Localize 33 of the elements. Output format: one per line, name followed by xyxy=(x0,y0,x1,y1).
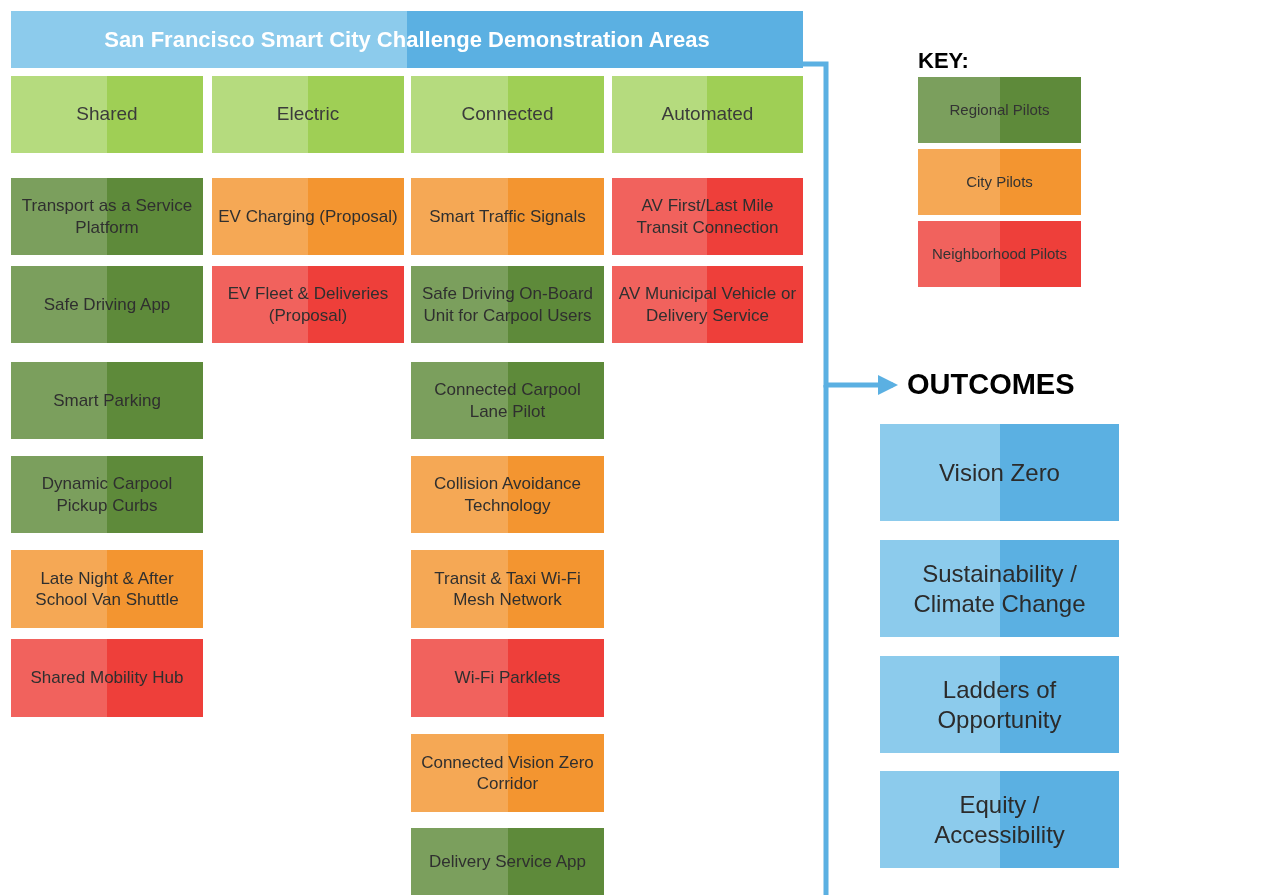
pilot-box: Delivery Service App xyxy=(411,828,604,895)
pilot-box: Safe Driving On-Board Unit for Carpool Users xyxy=(411,266,604,343)
pilot-box: Connected Vision Zero Corridor xyxy=(411,734,604,812)
pilot-box: Smart Traffic Signals xyxy=(411,178,604,255)
legend-swatch: Regional Pilots xyxy=(918,77,1081,143)
pilot-box: Late Night & After School Van Shuttle xyxy=(11,550,203,628)
pilot-box: Collision Avoidance Technology xyxy=(411,456,604,533)
pilot-box: Wi-Fi Parklets xyxy=(411,639,604,717)
pilot-box: AV Municipal Vehicle or Delivery Service xyxy=(612,266,803,343)
key-heading: KEY: xyxy=(918,47,969,75)
pilot-box: Transit & Taxi Wi-Fi Mesh Network xyxy=(411,550,604,628)
outcomes-heading: OUTCOMES xyxy=(907,362,1107,408)
title-banner: San Francisco Smart City Challenge Demonstration Areas xyxy=(11,11,803,68)
pilot-box: Shared Mobility Hub xyxy=(11,639,203,717)
pilot-box: EV Charging (Proposal) xyxy=(212,178,404,255)
pilot-box: Smart Parking xyxy=(11,362,203,439)
pilot-box: Connected Carpool Lane Pilot xyxy=(411,362,604,439)
pilot-box: Transport as a Service Platform xyxy=(11,178,203,255)
category-header: Automated xyxy=(612,76,803,153)
legend-swatch: Neighborhood Pilots xyxy=(918,221,1081,287)
outcome-box: Ladders of Opportunity xyxy=(880,656,1119,753)
category-header: Shared xyxy=(11,76,203,153)
pilot-box: Safe Driving App xyxy=(11,266,203,343)
pilot-box: Dynamic Carpool Pickup Curbs xyxy=(11,456,203,533)
category-header: Electric xyxy=(212,76,404,153)
outcome-box: Sustainability / Climate Change xyxy=(880,540,1119,637)
legend-swatch: City Pilots xyxy=(918,149,1081,215)
category-header: Connected xyxy=(411,76,604,153)
outcome-box: Vision Zero xyxy=(880,424,1119,521)
bracket-arrow xyxy=(803,61,898,395)
pilot-box: AV First/Last Mile Transit Connection xyxy=(612,178,803,255)
outcome-box: Equity / Accessibility xyxy=(880,771,1119,868)
pilot-box: EV Fleet & Deliveries (Proposal) xyxy=(212,266,404,343)
